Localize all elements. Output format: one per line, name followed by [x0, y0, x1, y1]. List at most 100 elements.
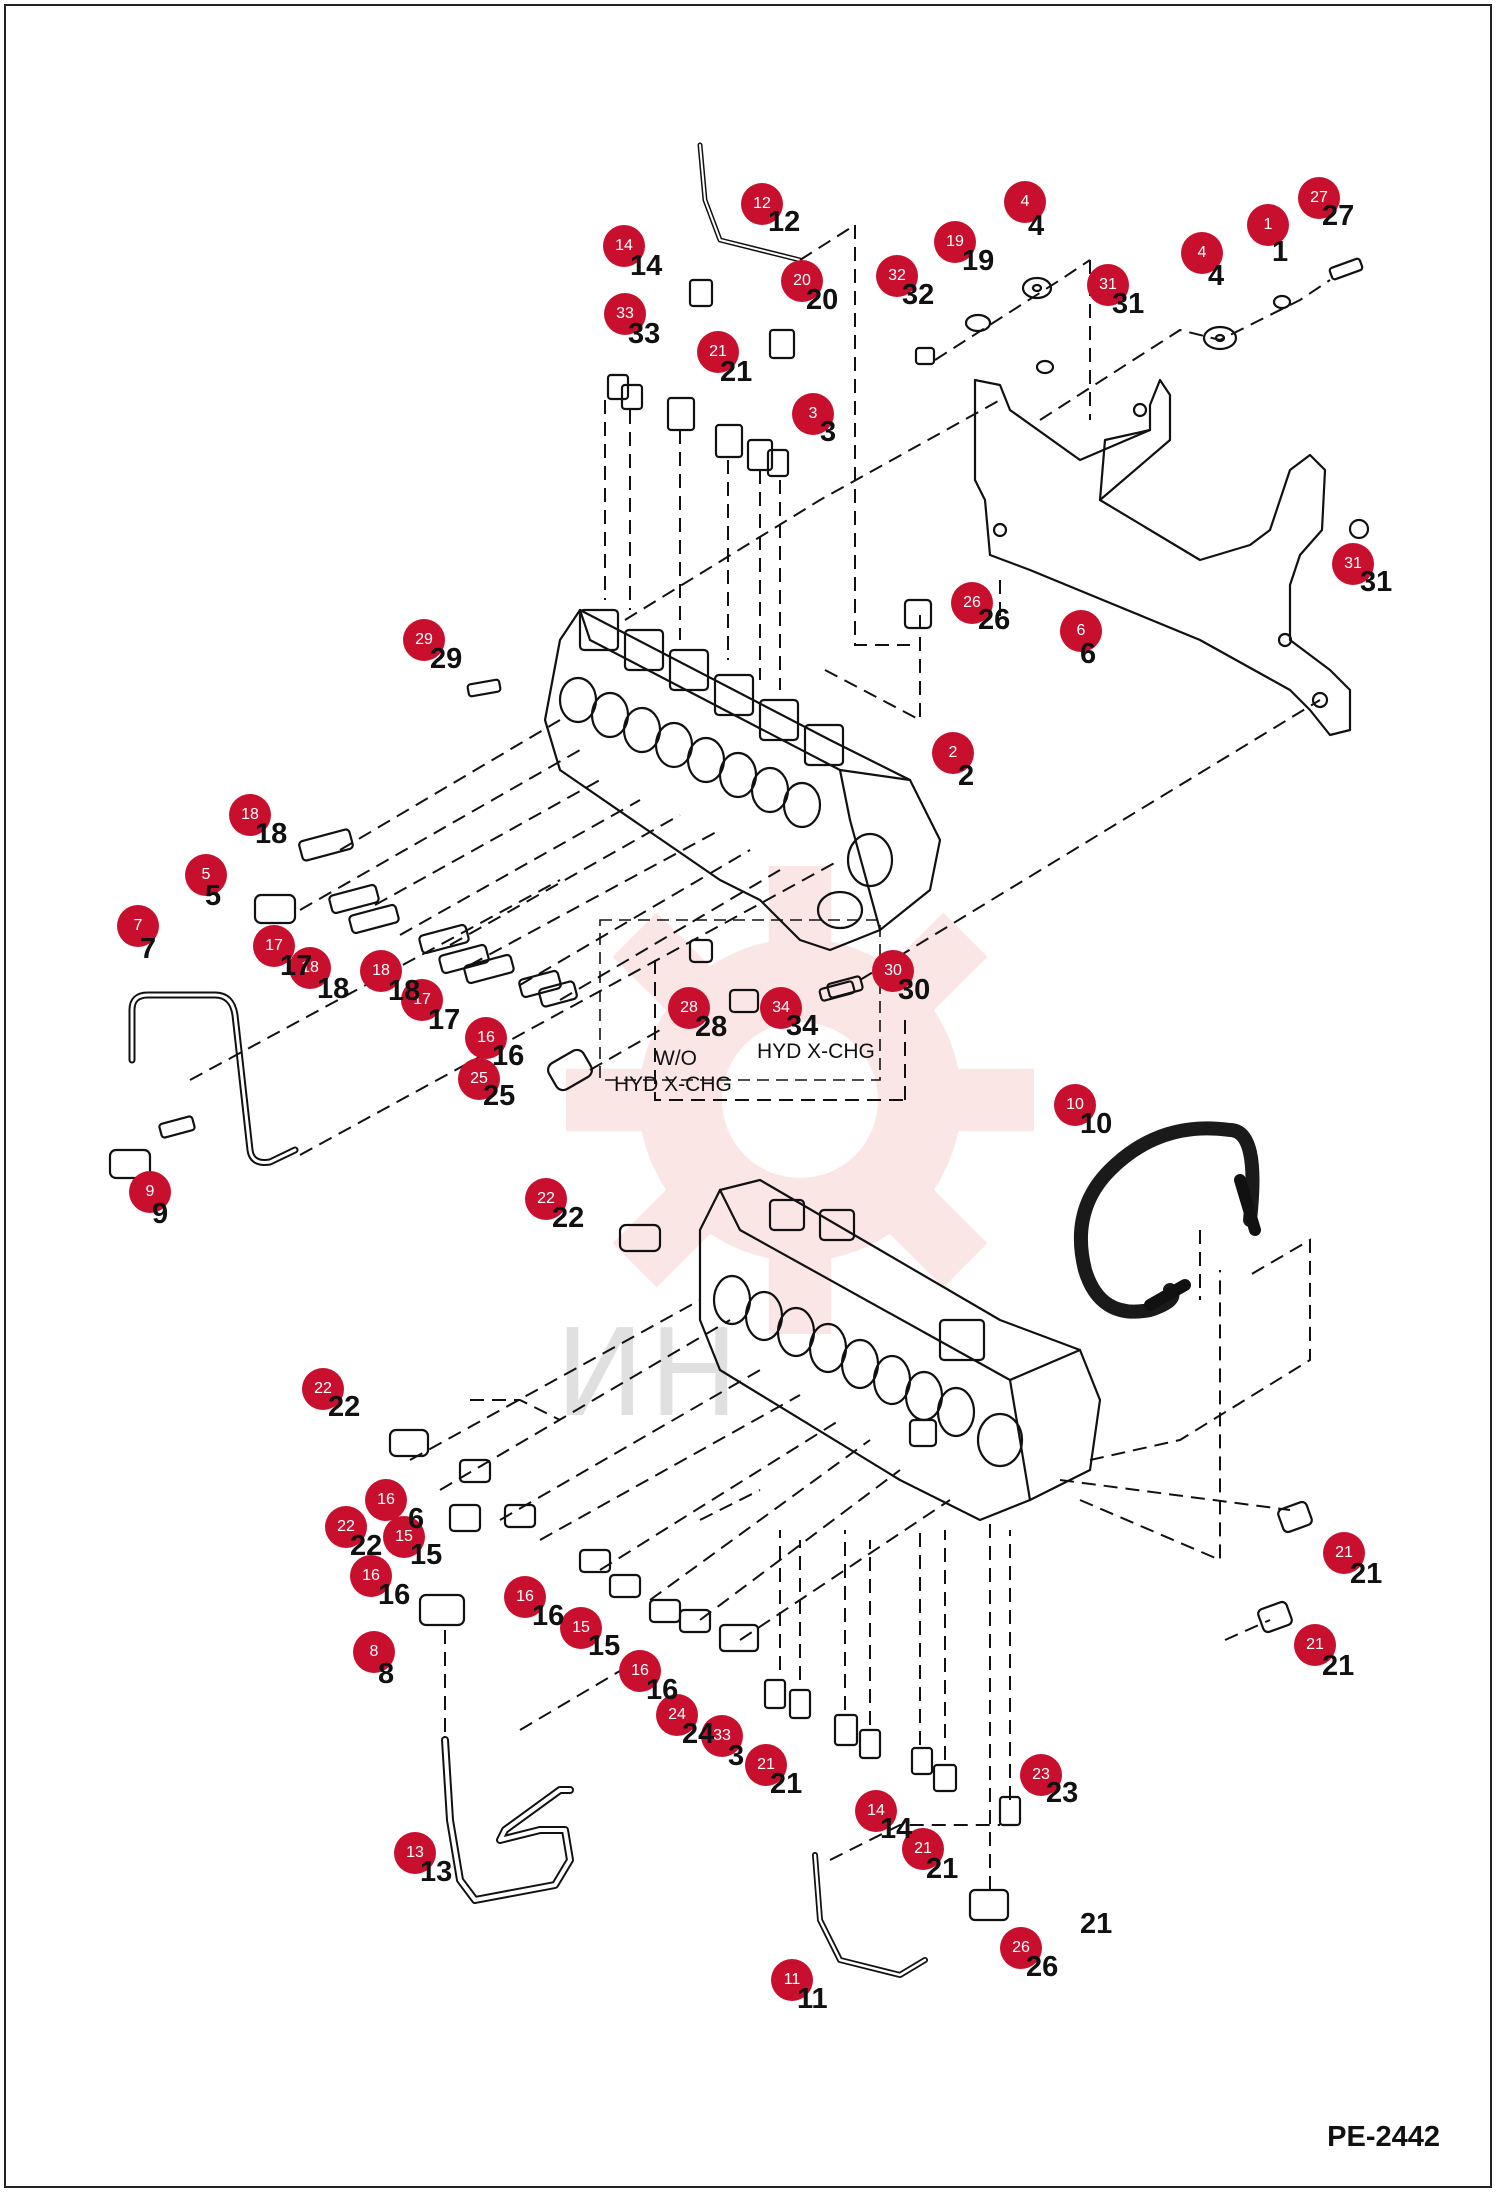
hardware-washers	[466, 257, 1364, 1002]
callout-22-b[interactable]: 22	[302, 1368, 344, 1410]
callout-12[interactable]: 12	[741, 183, 783, 225]
upper-valve-solenoids	[578, 608, 845, 767]
callout-4-right[interactable]: 4	[1181, 232, 1223, 274]
callout-21-right-b[interactable]: 21	[1294, 1624, 1336, 1666]
callout-18-a[interactable]: 18	[229, 794, 271, 836]
callout-16-upper[interactable]: 16	[465, 1017, 507, 1059]
part-number-21-right-a: 21	[1350, 1558, 1383, 1590]
part-number-30: 30	[898, 974, 931, 1006]
part-number-16-b: 16	[378, 1579, 411, 1611]
callout-16-c[interactable]: 16	[504, 1576, 546, 1618]
part-number-8: 8	[378, 1658, 395, 1690]
callout-9[interactable]: 9	[129, 1171, 171, 1213]
part-number-32: 32	[902, 279, 935, 311]
part-number-21-lower-a: 21	[770, 1768, 803, 1800]
lower-valve-block	[698, 1178, 1102, 1522]
part-number-21-right-b: 21	[1322, 1650, 1355, 1682]
callout-33-upper[interactable]: 33	[604, 293, 646, 335]
part-number-22-b: 22	[328, 1391, 361, 1423]
lower-valve-sections	[712, 1198, 1024, 1468]
part-number-2: 2	[958, 760, 975, 792]
tube-13	[441, 1736, 574, 1904]
callout-8[interactable]: 8	[353, 1631, 395, 1673]
callout-10[interactable]: 10	[1054, 1084, 1096, 1126]
callout-17-a[interactable]: 17	[253, 925, 295, 967]
callout-16-d[interactable]: 16	[619, 1650, 661, 1692]
callout-29[interactable]: 29	[403, 619, 445, 661]
callout-26-lower[interactable]: 26	[1000, 1927, 1042, 1969]
callout-22-c[interactable]: 22	[325, 1506, 367, 1548]
callout-11[interactable]: 11	[771, 1959, 813, 2001]
part-number-17-b: 17	[428, 1004, 461, 1036]
callout-28[interactable]: 28	[668, 987, 710, 1029]
callout-14-upper[interactable]: 14	[603, 225, 645, 267]
callout-31-upper[interactable]: 31	[1087, 264, 1129, 306]
part-number-3: 3	[820, 416, 837, 448]
callout-27[interactable]: 27	[1298, 177, 1340, 219]
callout-19[interactable]: 19	[934, 221, 976, 263]
callout-21-upper[interactable]: 21	[697, 331, 739, 373]
callout-14-lower[interactable]: 14	[855, 1790, 897, 1832]
mounting-bracket	[973, 378, 1352, 737]
callout-21-lower-a[interactable]: 21	[745, 1744, 787, 1786]
callout-1[interactable]: 1	[1247, 204, 1289, 246]
callout-25[interactable]: 25	[458, 1058, 500, 1100]
part-number-1: 1	[1272, 236, 1289, 268]
part-number-31-right: 31	[1360, 566, 1393, 598]
callout-6[interactable]: 6	[1060, 610, 1102, 652]
part-number-34: 34	[786, 1010, 819, 1042]
callout-20[interactable]: 20	[781, 260, 823, 302]
part-number-18-b: 18	[317, 973, 350, 1005]
callout-15-left[interactable]: 15	[383, 1516, 425, 1558]
part-number-4-upper: 4	[1028, 210, 1045, 242]
tube-7	[128, 991, 299, 1166]
tube-11	[812, 1852, 928, 1978]
upper-valve-sections	[558, 676, 894, 930]
callout-31-right[interactable]: 31	[1332, 543, 1374, 585]
callout-7[interactable]: 7	[117, 905, 159, 947]
callout-16-b[interactable]: 16	[350, 1555, 392, 1597]
part-number-16-upper: 16	[492, 1040, 525, 1072]
callout-21-right-a[interactable]: 21	[1323, 1532, 1365, 1574]
part-number-9: 9	[152, 1198, 169, 1230]
callout-13[interactable]: 13	[394, 1832, 436, 1874]
callout-33-lower[interactable]: 33	[701, 1715, 743, 1757]
callout-18-b[interactable]: 18	[289, 947, 331, 989]
callout-18-c[interactable]: 18	[360, 950, 402, 992]
part-number-31-upper: 31	[1112, 288, 1145, 320]
note-hyd-xchg-with: HYD X-CHG	[757, 1040, 875, 1063]
callout-15-mid[interactable]: 15	[560, 1607, 602, 1649]
callout-5[interactable]: 5	[185, 854, 227, 896]
callout-17-b[interactable]: 17	[401, 979, 443, 1021]
part-number-29: 29	[430, 643, 463, 675]
part-number-26-upper: 26	[978, 604, 1011, 636]
part-number-13: 13	[420, 1856, 453, 1888]
drawing-reference-code: PE-2442	[1327, 2121, 1440, 2153]
part-number-5: 5	[205, 880, 222, 912]
callout-4-upper[interactable]: 4	[1004, 181, 1046, 223]
callout-3[interactable]: 3	[792, 393, 834, 435]
part-number-23: 23	[1046, 1777, 1079, 1809]
part-number-21-lower-b: 21	[926, 1853, 959, 1885]
part-number-16-c: 16	[532, 1600, 565, 1632]
part-number-28: 28	[695, 1011, 728, 1043]
part-number-14-upper: 14	[630, 250, 663, 282]
part-number-33-upper: 33	[628, 318, 661, 350]
callout-21-lower-b[interactable]: 21	[902, 1828, 944, 1870]
callout-32[interactable]: 32	[876, 255, 918, 297]
callout-2[interactable]: 2	[932, 732, 974, 774]
part-number-21-lower-c: 21	[1080, 1908, 1113, 1940]
callout-24[interactable]: 24	[656, 1694, 698, 1736]
callout-30[interactable]: 30	[872, 950, 914, 992]
note-hyd-xchg-without: HYD X-CHG	[614, 1073, 732, 1096]
callout-26-upper[interactable]: 26	[951, 582, 993, 624]
diagram-frame	[4, 4, 1492, 2188]
callout-23[interactable]: 23	[1020, 1754, 1062, 1796]
part-number-10: 10	[1080, 1108, 1113, 1140]
callout-16-a[interactable]: 16	[365, 1479, 407, 1521]
callout-34[interactable]: 34	[760, 987, 802, 1029]
upper-valve-block	[543, 608, 942, 952]
callout-22-a[interactable]: 22	[525, 1178, 567, 1220]
part-number-21-upper: 21	[720, 356, 753, 388]
